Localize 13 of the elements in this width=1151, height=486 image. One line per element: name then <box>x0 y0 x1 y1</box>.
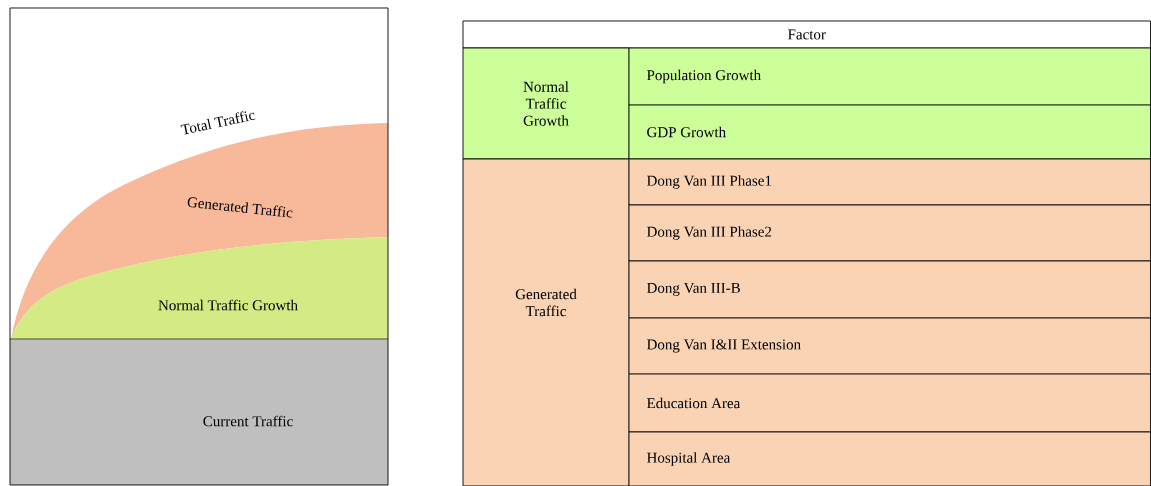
table-cell: Normal Traffic Growth <box>462 47 630 160</box>
table-cell: Education Area <box>628 373 1151 433</box>
table-cell: Dong Van I&II Extension <box>628 317 1151 375</box>
table-cell: Dong Van III Phase1 <box>628 158 1151 206</box>
table-cell: GDP Growth <box>628 104 1151 160</box>
table-cell: Generated Traffic <box>462 158 630 486</box>
table-header: Factor <box>462 20 1151 49</box>
chart-band: Current Traffic <box>10 339 388 485</box>
table-cell: Hospital Area <box>628 431 1151 486</box>
table-cell: Dong Van III Phase2 <box>628 204 1151 262</box>
table-cell: Population Growth <box>628 47 1151 106</box>
table-cell: Dong Van III-B <box>628 260 1151 319</box>
chart-band: Normal Traffic Growth <box>11 237 388 339</box>
